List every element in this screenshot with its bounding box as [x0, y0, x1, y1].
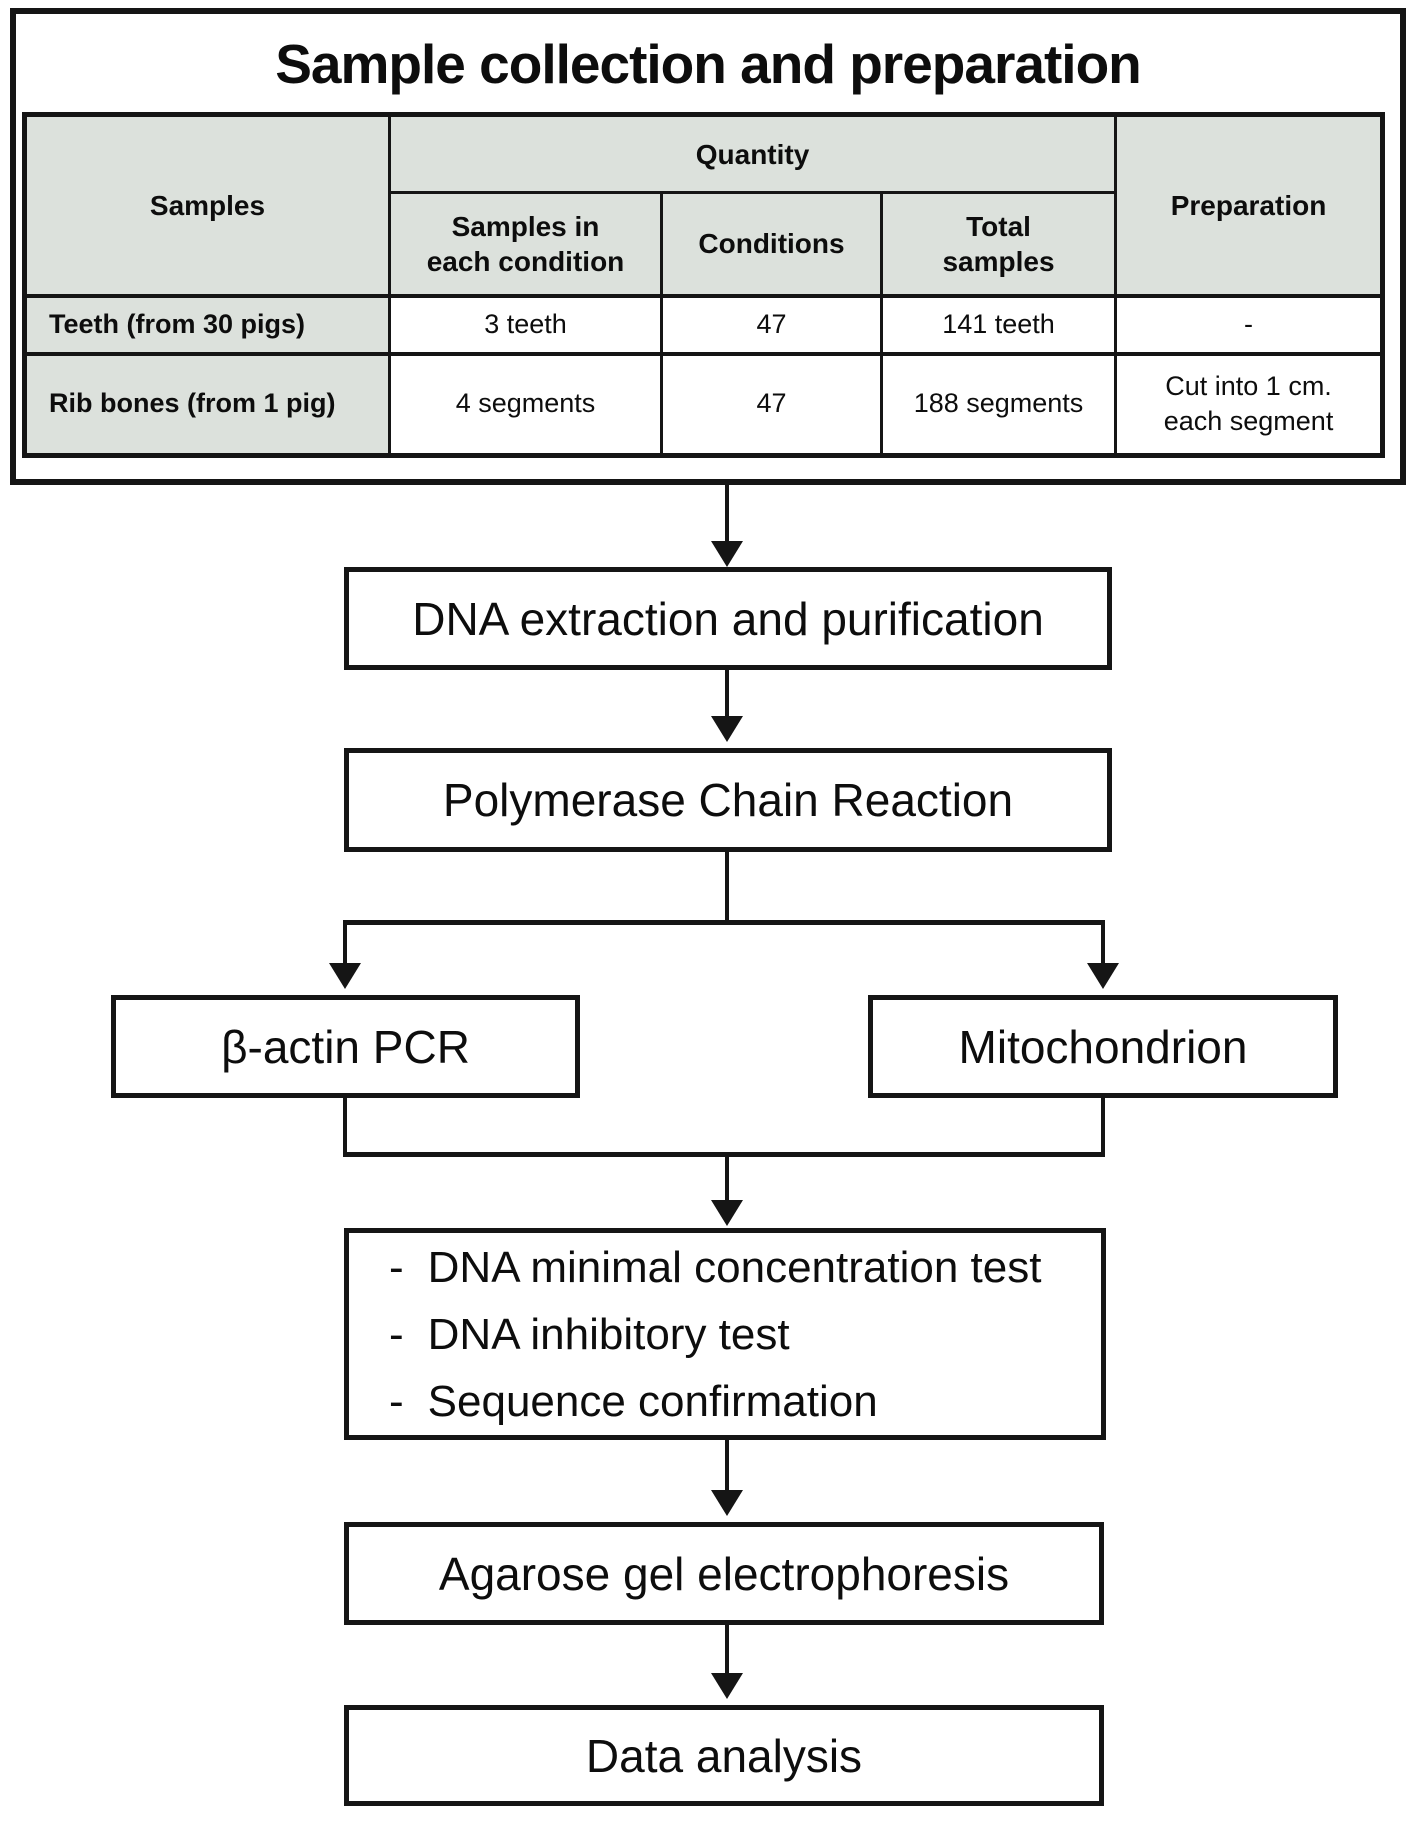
- box-beta-actin-label: β-actin PCR: [221, 1020, 470, 1073]
- connector-line: [725, 670, 729, 718]
- test-item-label: DNA inhibitory test: [427, 1309, 790, 1359]
- box-agarose-gel: Agarose gel electrophoresis: [344, 1522, 1104, 1625]
- connector-line: [343, 920, 1105, 925]
- bullet-dash: -: [389, 1309, 404, 1359]
- box-polymerase-chain-reaction: Polymerase Chain Reaction: [344, 748, 1112, 852]
- test-item: - DNA minimal concentration test: [389, 1234, 1041, 1301]
- table-row-teeth: Teeth (from 30 pigs) 3 teeth 47 141 teet…: [23, 294, 1385, 355]
- table-row-rib-bones: Rib bones (from 1 pig) 4 segments 47 188…: [23, 352, 1385, 457]
- box-pcr-label: Polymerase Chain Reaction: [442, 774, 1014, 826]
- connector-line: [725, 1440, 729, 1492]
- col-header-samples-each-condition: Samples in each condition: [388, 191, 663, 297]
- arrow-down-icon: [1087, 963, 1119, 989]
- connector-line: [725, 485, 729, 543]
- arrow-down-icon: [711, 1490, 743, 1516]
- connector-line: [725, 1625, 729, 1675]
- test-item: - DNA inhibitory test: [389, 1301, 790, 1368]
- connector-line: [725, 852, 729, 924]
- col-header-conditions: Conditions: [660, 191, 883, 297]
- arrow-down-icon: [711, 1200, 743, 1226]
- arrow-down-icon: [711, 1673, 743, 1699]
- connector-line: [343, 1098, 347, 1157]
- box-tests: - DNA minimal concentration test - DNA i…: [344, 1228, 1106, 1440]
- arrow-down-icon: [329, 963, 361, 989]
- col-header-samples: Samples: [23, 113, 391, 297]
- box-mitochondrion-label: Mitochondrion: [958, 1020, 1248, 1073]
- cell-rib-preparation: Cut into 1 cm. each segment: [1114, 352, 1385, 457]
- col-header-preparation: Preparation: [1114, 113, 1385, 297]
- cell-teeth-conditions: 47: [660, 294, 883, 355]
- panel-title: Sample collection and preparation: [275, 33, 1142, 95]
- box-dna-extraction: DNA extraction and purification: [344, 567, 1112, 670]
- box-dna-extraction-label: DNA extraction and purification: [412, 592, 1044, 645]
- cell-rib-total: 188 segments: [879, 352, 1118, 457]
- col-header-quantity: Quantity: [387, 113, 1118, 194]
- box-data-analysis: Data analysis: [344, 1705, 1104, 1806]
- cell-teeth-preparation: -: [1114, 294, 1385, 355]
- cell-rib-conditions: 47: [660, 352, 883, 457]
- cell-teeth-each: 3 teeth: [388, 294, 663, 355]
- cell-rib-each: 4 segments: [388, 352, 663, 457]
- connector-line: [1101, 1098, 1105, 1157]
- arrow-down-icon: [711, 541, 743, 567]
- sample-table: Samples Quantity Preparation Samples in …: [22, 112, 1386, 458]
- box-agarose-label: Agarose gel electrophoresis: [438, 1547, 1010, 1600]
- arrow-down-icon: [711, 716, 743, 742]
- test-item: - Sequence confirmation: [389, 1368, 878, 1435]
- box-beta-actin-pcr: β-actin PCR: [111, 995, 580, 1098]
- box-data-analysis-label: Data analysis: [585, 1729, 863, 1782]
- connector-line: [343, 920, 347, 966]
- box-mitochondrion: Mitochondrion: [868, 995, 1338, 1098]
- row-label-rib-bones: Rib bones (from 1 pig): [23, 352, 391, 457]
- test-item-label: DNA minimal concentration test: [427, 1242, 1042, 1292]
- row-label-teeth: Teeth (from 30 pigs): [23, 294, 391, 355]
- connector-line: [725, 1157, 729, 1202]
- connector-line: [1101, 920, 1105, 966]
- bullet-dash: -: [389, 1242, 404, 1292]
- col-header-total-samples: Total samples: [879, 191, 1118, 297]
- bullet-dash: -: [389, 1376, 404, 1426]
- cell-teeth-total: 141 teeth: [879, 294, 1118, 355]
- test-item-label: Sequence confirmation: [427, 1376, 878, 1426]
- connector-line: [343, 1152, 1105, 1157]
